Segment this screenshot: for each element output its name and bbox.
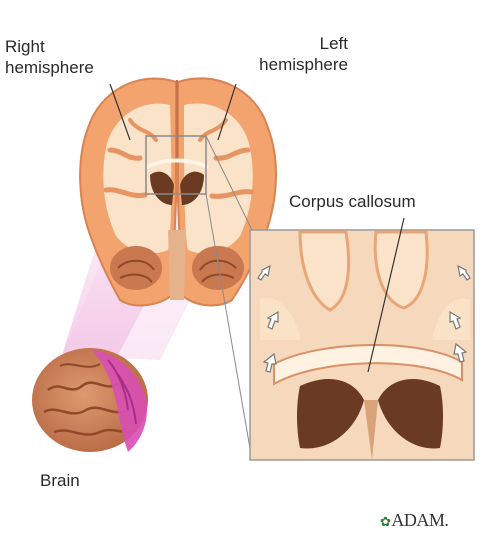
right-hemisphere-label: Right hemisphere <box>5 36 94 78</box>
logo-text: ADAM. <box>391 510 449 530</box>
adam-logo: ✿ADAM. <box>380 510 449 531</box>
left-temporal-lobe <box>192 246 244 290</box>
left-hemisphere-label-line1: Left <box>319 34 348 53</box>
arrow-icons <box>257 264 471 373</box>
highlight-band <box>92 350 148 452</box>
zoomed-inset <box>249 217 475 461</box>
small-brain <box>32 348 148 452</box>
brain-label: Brain <box>40 471 80 490</box>
leaf-icon: ✿ <box>380 514 391 529</box>
corpus-callosum-label: Corpus callosum <box>289 192 416 211</box>
coronal-section <box>79 77 277 307</box>
ventricle-right <box>150 171 174 205</box>
right-white-matter <box>103 103 172 254</box>
zoom-box <box>145 135 207 195</box>
brainstem <box>168 230 186 300</box>
left-hemisphere-label-line2: hemisphere <box>259 55 348 74</box>
right-hemisphere-label-line1: Right <box>5 37 45 56</box>
right-hemisphere-label-line2: hemisphere <box>5 58 94 77</box>
right-temporal-lobe <box>110 246 162 290</box>
ventricle-left <box>180 171 204 205</box>
left-hemisphere-label: Left hemisphere <box>246 33 348 75</box>
corpus-callosum <box>273 343 463 386</box>
